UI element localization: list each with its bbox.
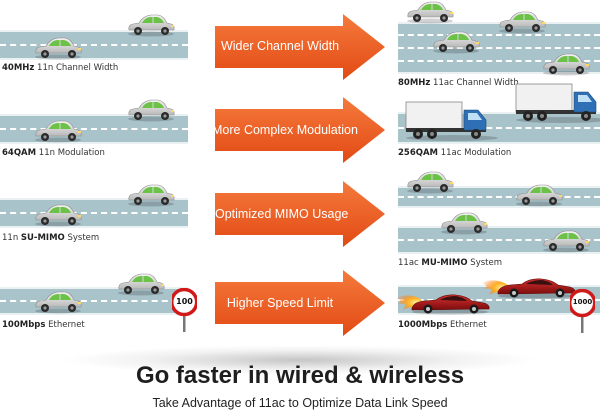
speed-limit-value: 1000 [572,298,593,306]
footer-subtitle: Take Advantage of 11ac to Optimize Data … [152,396,448,410]
arrow-row3 [215,181,385,247]
arrow-label-row3: Optimized MIMO Usage [215,207,349,221]
arrow-label-row2: More Complex Modulation [212,123,358,137]
truck-icon [515,83,600,124]
car-icon [440,212,488,235]
sports-car-icon [497,278,576,299]
truck-icon [405,101,499,142]
left-road-row3 [0,198,188,228]
car-icon [127,184,175,207]
car-icon [432,31,480,54]
car-icon [127,99,175,122]
arrow-row4 [215,270,385,336]
car-icon [34,37,82,60]
car-icon [406,171,454,194]
right-caption-row4: 1000Mbps Ethernet [398,320,487,330]
arrow-label-row4: Higher Speed Limit [226,296,334,310]
car-icon [34,204,82,227]
right-caption-row3: 11ac MU-MIMO System [398,258,503,268]
footer-title: Go faster in wired & wireless [135,362,465,389]
car-icon [498,11,546,34]
left-caption-row3: 11n SU-MIMO System [2,233,100,243]
car-icon [406,1,454,24]
speed-limit-value: 100 [176,297,193,306]
car-icon [34,120,82,143]
car-icon [542,53,590,76]
car-icon [542,230,590,253]
arrow-row2 [215,97,385,163]
left-caption-row2: 64QAM 11n Modulation [2,148,105,158]
footer-shadow [60,345,540,375]
car-icon [515,184,563,207]
car-icon [34,291,82,314]
arrow-row1 [215,14,385,80]
left-caption-row4: 100Mbps Ethernet [2,320,85,330]
left-caption-row1: 40MHz 11n Channel Width [2,63,119,73]
car-icon [117,273,165,296]
right-caption-row2: 256QAM 11ac Modulation [398,148,512,158]
car-icon [127,14,175,37]
right-caption-row1: 80MHz 11ac Channel Width [398,78,519,88]
arrow-label-row1: Wider Channel Width [220,39,340,53]
